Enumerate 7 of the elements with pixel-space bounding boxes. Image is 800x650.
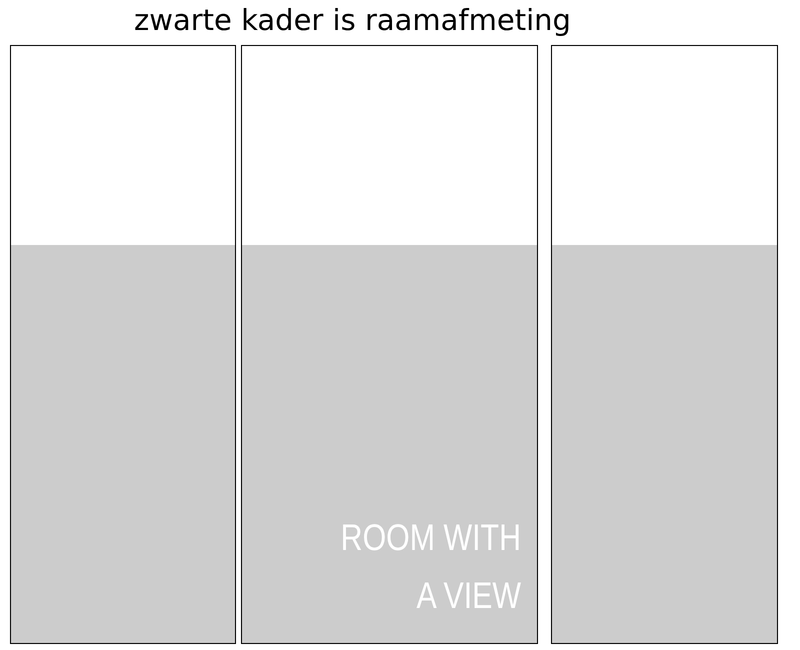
window-sticker [242,245,537,643]
title: zwarte kader is raamafmeting [133,2,572,39]
window-sticker [552,245,777,643]
window-sticker [11,245,235,643]
window-frame [551,45,778,644]
window-frame [241,45,538,644]
window-frame [10,45,236,644]
